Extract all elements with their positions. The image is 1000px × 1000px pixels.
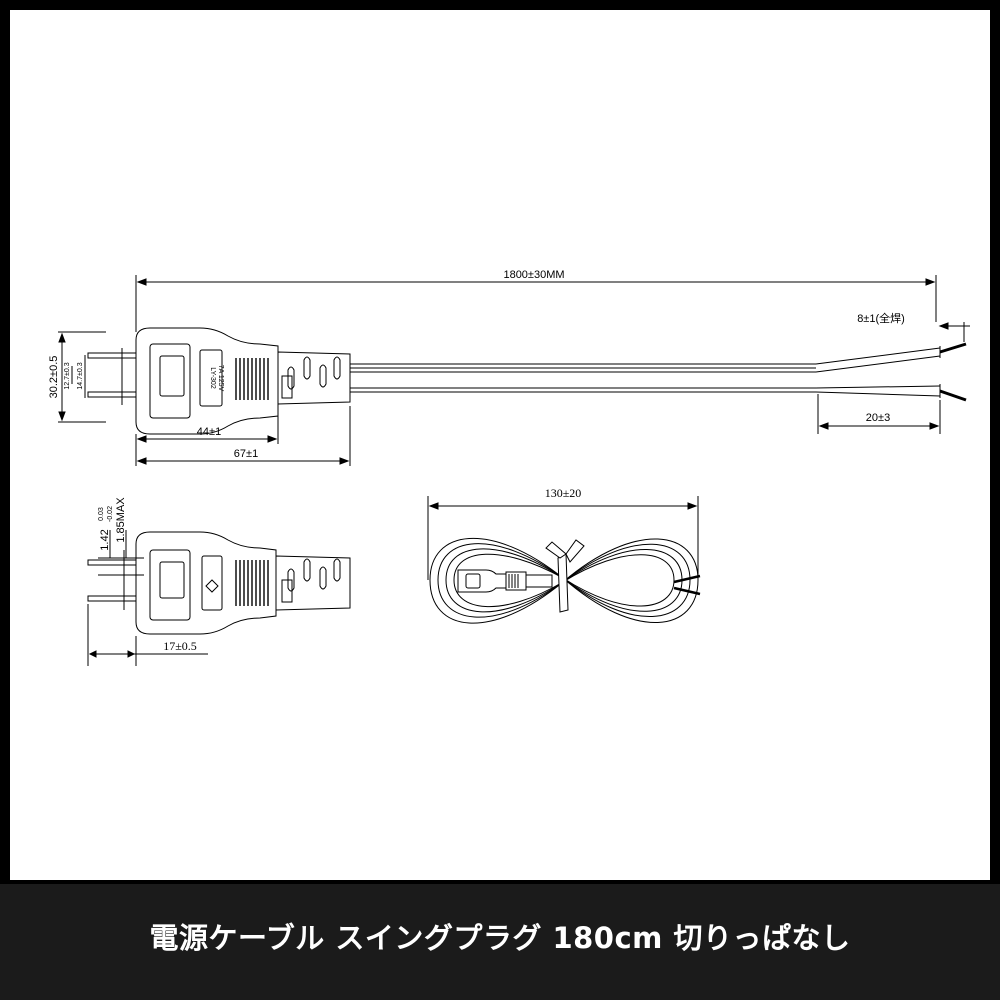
pin-span-label: 14.7±0.3 — [77, 362, 84, 389]
product-caption: 電源ケーブル スイングプラグ 180cm 切りっぱなし — [149, 921, 851, 955]
pin-max-label: 1.85MAX — [115, 497, 127, 543]
pin-tol-upper-label: 0.03 — [98, 507, 105, 521]
plug-height-label: 30.2±0.5 — [48, 356, 60, 399]
plug-detail-view: 1.42 0.03 -0.02 1.85MAX 17±0.5 — [87, 497, 351, 666]
plug-rating-label: 7A 125V — [217, 365, 224, 392]
pin-length-label: 17±0.5 — [163, 639, 197, 653]
total-length-label: 1800±30MM — [503, 269, 564, 281]
pin-thickness-label: 1.42 — [99, 529, 111, 550]
plug-body-length-label: 44±1 — [197, 426, 221, 438]
plug-grip-ribs — [235, 358, 269, 400]
pin-spacing-label: 12.7±0.3 — [64, 362, 71, 389]
plug-model-label: LY-302 — [209, 367, 216, 389]
technical-drawing: 1800±30MM 30.2±0.5 12.7±0.3 14.7±0.3 LY-… — [48, 269, 970, 666]
top-view: 1800±30MM 30.2±0.5 12.7±0.3 14.7±0.3 LY-… — [48, 269, 970, 466]
split-length-label: 20±3 — [866, 412, 890, 424]
caption-bar: 電源ケーブル スイングプラグ 180cm 切りっぱなし — [0, 884, 1000, 1000]
strip-length-label: 8±1(全焊) — [857, 311, 905, 325]
coiled-cable-view: 130±20 — [427, 486, 701, 624]
pin-top — [87, 352, 137, 359]
strain-relief-boot — [277, 351, 351, 405]
drawing-canvas: 1800±30MM 30.2±0.5 12.7±0.3 14.7±0.3 LY-… — [10, 10, 990, 880]
coil-width-label: 130±20 — [545, 486, 582, 500]
plug-boot-length-label: 67±1 — [234, 448, 258, 460]
pin-tol-lower-label: -0.02 — [107, 506, 114, 522]
cable-top-view — [350, 342, 967, 402]
pin-bottom — [87, 391, 137, 398]
total-length-arrows — [136, 278, 936, 286]
